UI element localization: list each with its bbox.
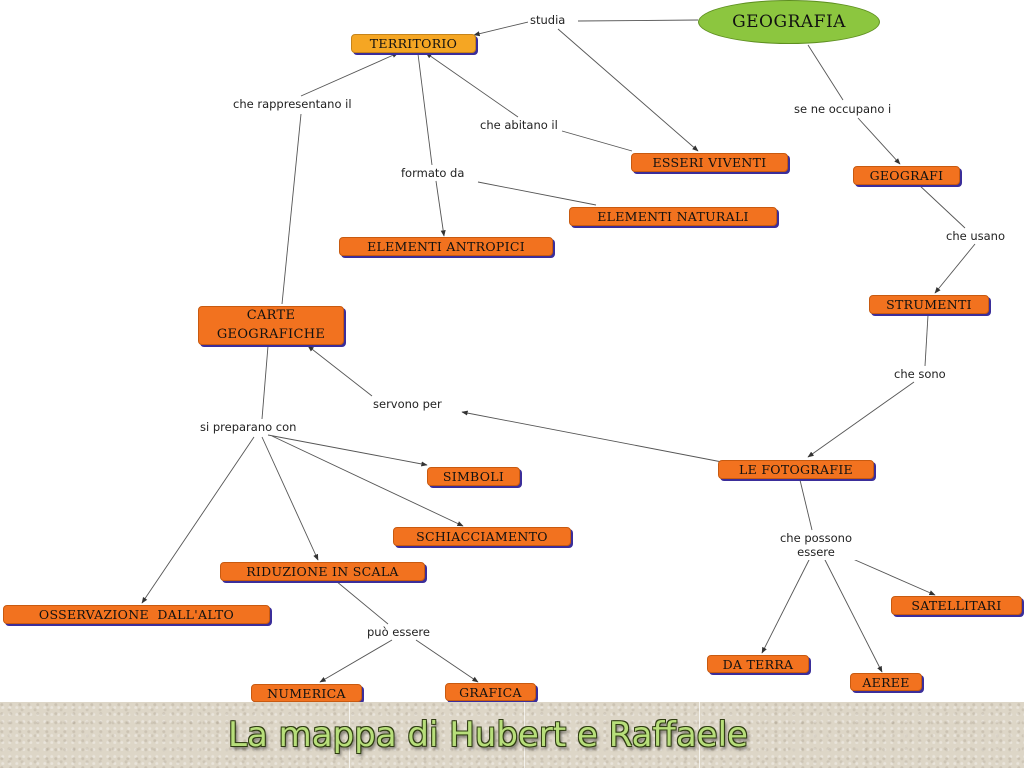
link-line	[261, 436, 319, 561]
link-line	[415, 639, 479, 683]
concept-simboli: SIMBOLI	[427, 467, 520, 486]
footer-divider	[524, 702, 525, 768]
phrase-se-ne-occupano-i: se ne occupano i	[792, 102, 894, 117]
footer-divider	[349, 702, 350, 768]
concept-numerica: NUMERICA	[251, 684, 362, 702]
concept-map: GEOGRAFIA TERRITORIO ESSERI VIVENTI ELEM…	[3, 0, 1022, 702]
link-line	[934, 243, 976, 294]
concept-elementi-antropici: ELEMENTI ANTROPICI	[339, 237, 553, 256]
link-line	[823, 557, 883, 673]
link-line	[417, 53, 433, 166]
concept-strumenti: STRUMENTI	[869, 295, 989, 314]
phrase-studia: studia	[528, 13, 568, 28]
link-line	[425, 52, 519, 118]
concept-elementi-naturali: ELEMENTI NATURALI	[569, 207, 777, 226]
link-line	[267, 434, 428, 467]
footer-divider	[699, 702, 700, 768]
concept-grafica: GRAFICA	[445, 683, 536, 701]
link-line	[300, 52, 399, 97]
connection-lines	[141, 19, 976, 683]
link-line	[477, 181, 597, 206]
link-line	[577, 19, 699, 22]
link-line	[281, 113, 302, 305]
link-line	[917, 183, 966, 229]
phrase-che-sono: che sono	[892, 367, 948, 382]
link-line	[307, 345, 373, 397]
link-line	[271, 435, 464, 527]
concept-aeree: AEREE	[850, 673, 922, 691]
phrase-che-possono-essere: che possono essere	[770, 531, 862, 560]
phrase-puo-essere: può essere	[365, 625, 432, 640]
link-line	[261, 345, 269, 420]
footer-banner: La mappa di Hubert e Raffaele	[0, 702, 1024, 768]
concept-schiacciamento: SCHIACCIAMENTO	[393, 527, 571, 546]
link-line	[799, 479, 813, 531]
phrase-formato-da: formato da	[399, 166, 467, 181]
link-line	[761, 557, 811, 654]
root-concept-geografia: GEOGRAFIA	[698, 0, 880, 44]
link-line	[435, 180, 446, 237]
concept-da-terra: DA TERRA	[707, 655, 809, 673]
phrase-che-rappresentano-il: che rappresentano il	[231, 97, 354, 112]
phrase-che-abitano-il: che abitano il	[478, 118, 560, 133]
link-line	[857, 117, 901, 165]
link-line	[561, 130, 633, 152]
link-line	[319, 639, 393, 683]
phrase-che-usano: che usano	[944, 229, 1007, 244]
phrase-si-preparano-con: si preparano con	[198, 420, 299, 435]
concept-territorio: TERRITORIO	[351, 34, 476, 53]
concept-geografi: GEOGRAFI	[853, 166, 960, 185]
concept-esseri-viventi: ESSERI VIVENTI	[631, 153, 788, 172]
link-line	[807, 44, 844, 101]
link-line	[141, 436, 255, 604]
concept-osservazione-dall-alto: OSSERVAZIONE DALL'ALTO	[3, 605, 270, 624]
link-line	[807, 381, 915, 458]
link-line	[845, 555, 936, 596]
concept-riduzione-in-scala: RIDUZIONE IN SCALA	[220, 562, 425, 581]
concept-carte-geografiche: CARTE GEOGRAFICHE	[198, 306, 344, 345]
phrase-servono-per: servono per	[371, 397, 444, 412]
link-line	[461, 410, 723, 463]
slide-title: La mappa di Hubert e Raffaele	[228, 715, 748, 755]
concept-satellitari: SATELLITARI	[891, 596, 1022, 615]
link-line	[557, 28, 699, 152]
concept-le-fotografie: LE FOTOGRAFIE	[718, 460, 874, 479]
link-line	[473, 21, 529, 37]
link-line	[924, 314, 929, 367]
link-line	[335, 580, 389, 625]
